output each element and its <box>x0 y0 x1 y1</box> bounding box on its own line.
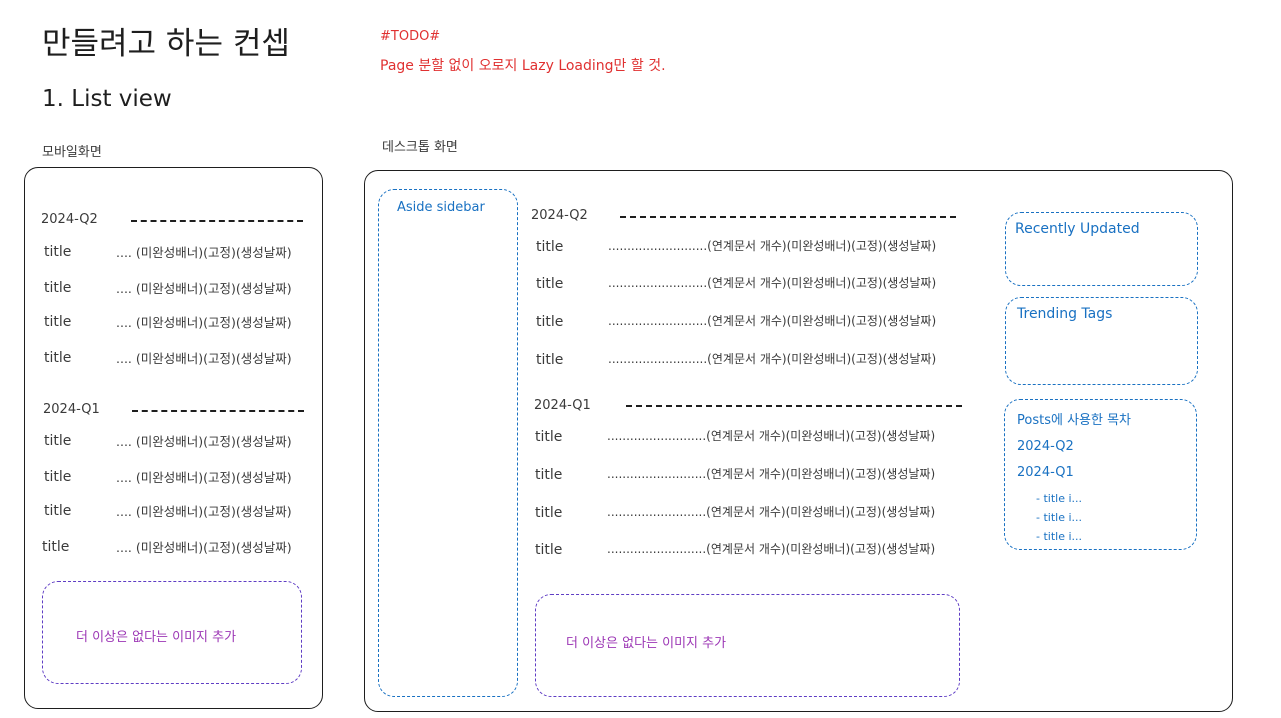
mobile-row[interactable]: title .... (미완성배너)(고정)(생성날짜) <box>44 311 314 330</box>
row-meta: ..........................(연계문서 개수)(미완성배… <box>607 505 936 519</box>
row-title: title <box>44 314 72 330</box>
page-title: 만들려고 하는 컨셉 <box>42 26 290 62</box>
row-title: title <box>535 429 563 445</box>
desktop-row[interactable]: title ..........................(연계문서 개수… <box>536 349 966 368</box>
mobile-row[interactable]: title .... (미완성배너)(고정)(생성날짜) <box>42 536 314 555</box>
row-title: title <box>535 505 563 521</box>
mobile-end-text: 더 이상은 없다는 이미지 추가 <box>76 630 237 645</box>
mobile-end-box <box>42 581 302 684</box>
row-meta: .... (미완성배너)(고정)(생성날짜) <box>116 281 292 296</box>
row-meta: .... (미완성배너)(고정)(생성날짜) <box>116 245 292 260</box>
row-title: title <box>44 469 72 485</box>
desktop-divider-q2 <box>620 216 956 218</box>
row-title: title <box>44 503 72 519</box>
toc-item[interactable]: - title i... <box>1036 530 1083 543</box>
row-meta: ..........................(연계문서 개수)(미완성배… <box>608 314 937 328</box>
row-meta: .... (미완성배너)(고정)(생성날짜) <box>116 504 292 519</box>
mobile-row[interactable]: title .... (미완성배너)(고정)(생성날짜) <box>44 241 314 260</box>
toc-title: Posts에 사용한 목차 <box>1017 413 1131 428</box>
row-title: title <box>536 352 564 368</box>
desktop-row[interactable]: title ..........................(연계문서 개수… <box>535 502 965 521</box>
row-meta: ..........................(연계문서 개수)(미완성배… <box>608 239 937 253</box>
desktop-row[interactable]: title ..........................(연계문서 개수… <box>535 464 965 483</box>
row-title: title <box>536 276 564 292</box>
row-title: title <box>536 239 564 255</box>
row-meta: ..........................(연계문서 개수)(미완성배… <box>608 352 937 366</box>
desktop-end-box <box>535 594 960 697</box>
mobile-label: 모바일화면 <box>42 145 102 160</box>
mobile-row[interactable]: title .... (미완성배너)(고정)(생성날짜) <box>44 430 314 449</box>
desktop-frame <box>364 170 1233 712</box>
mobile-divider-q2 <box>131 220 303 222</box>
row-title: title <box>42 539 70 555</box>
row-meta: .... (미완성배너)(고정)(생성날짜) <box>116 434 292 449</box>
toc-link-q2[interactable]: 2024-Q2 <box>1017 439 1074 454</box>
row-meta: .... (미완성배너)(고정)(생성날짜) <box>116 540 292 555</box>
row-title: title <box>44 244 72 260</box>
desktop-row[interactable]: title ..........................(연계문서 개수… <box>535 539 965 558</box>
mobile-frame <box>24 167 323 709</box>
row-title: title <box>535 467 563 483</box>
mobile-row[interactable]: title .... (미완성배너)(고정)(생성날짜) <box>44 466 314 485</box>
row-meta: .... (미완성배너)(고정)(생성날짜) <box>116 470 292 485</box>
recently-updated-panel <box>1005 212 1198 286</box>
row-meta: ..........................(연계문서 개수)(미완성배… <box>607 542 936 556</box>
row-meta: ..........................(연계문서 개수)(미완성배… <box>607 467 936 481</box>
recently-updated-title: Recently Updated <box>1015 221 1140 237</box>
mobile-quarter-q2: 2024-Q2 <box>41 212 98 227</box>
section-title: 1. List view <box>42 86 172 112</box>
row-meta: ..........................(연계문서 개수)(미완성배… <box>608 276 937 290</box>
desktop-end-text: 더 이상은 없다는 이미지 추가 <box>566 636 727 651</box>
trending-tags-title: Trending Tags <box>1017 306 1113 322</box>
row-title: title <box>535 542 563 558</box>
mobile-row[interactable]: title .... (미완성배너)(고정)(생성날짜) <box>44 277 314 296</box>
mobile-row[interactable]: title .... (미완성배너)(고정)(생성날짜) <box>44 500 314 519</box>
desktop-divider-q1 <box>626 405 962 407</box>
trending-tags-panel <box>1005 297 1198 385</box>
aside-sidebar-label: Aside sidebar <box>397 200 485 215</box>
toc-item[interactable]: - title i... <box>1036 492 1083 505</box>
row-title: title <box>44 433 72 449</box>
desktop-row[interactable]: title ..........................(연계문서 개수… <box>536 236 966 255</box>
toc-item[interactable]: - title i... <box>1036 511 1083 524</box>
desktop-label: 데스크톱 화면 <box>382 140 458 155</box>
desktop-quarter-q1: 2024-Q1 <box>534 398 591 413</box>
row-meta: ..........................(연계문서 개수)(미완성배… <box>607 429 936 443</box>
toc-panel <box>1004 399 1197 550</box>
aside-sidebar <box>378 189 518 697</box>
mobile-quarter-q1: 2024-Q1 <box>43 402 100 417</box>
row-title: title <box>536 314 564 330</box>
desktop-row[interactable]: title ..........................(연계문서 개수… <box>535 426 965 445</box>
desktop-quarter-q2: 2024-Q2 <box>531 208 588 223</box>
toc-link-q1[interactable]: 2024-Q1 <box>1017 465 1074 480</box>
row-title: title <box>44 280 72 296</box>
row-meta: .... (미완성배너)(고정)(생성날짜) <box>116 351 292 366</box>
row-meta: .... (미완성배너)(고정)(생성날짜) <box>116 315 292 330</box>
todo-title: #TODO# <box>380 29 441 44</box>
desktop-row[interactable]: title ..........................(연계문서 개수… <box>536 273 966 292</box>
todo-text: Page 분할 없이 오로지 Lazy Loading만 할 것. <box>380 58 666 74</box>
row-title: title <box>44 350 72 366</box>
desktop-row[interactable]: title ..........................(연계문서 개수… <box>536 311 966 330</box>
mobile-divider-q1 <box>132 410 304 412</box>
mobile-row[interactable]: title .... (미완성배너)(고정)(생성날짜) <box>44 347 314 366</box>
